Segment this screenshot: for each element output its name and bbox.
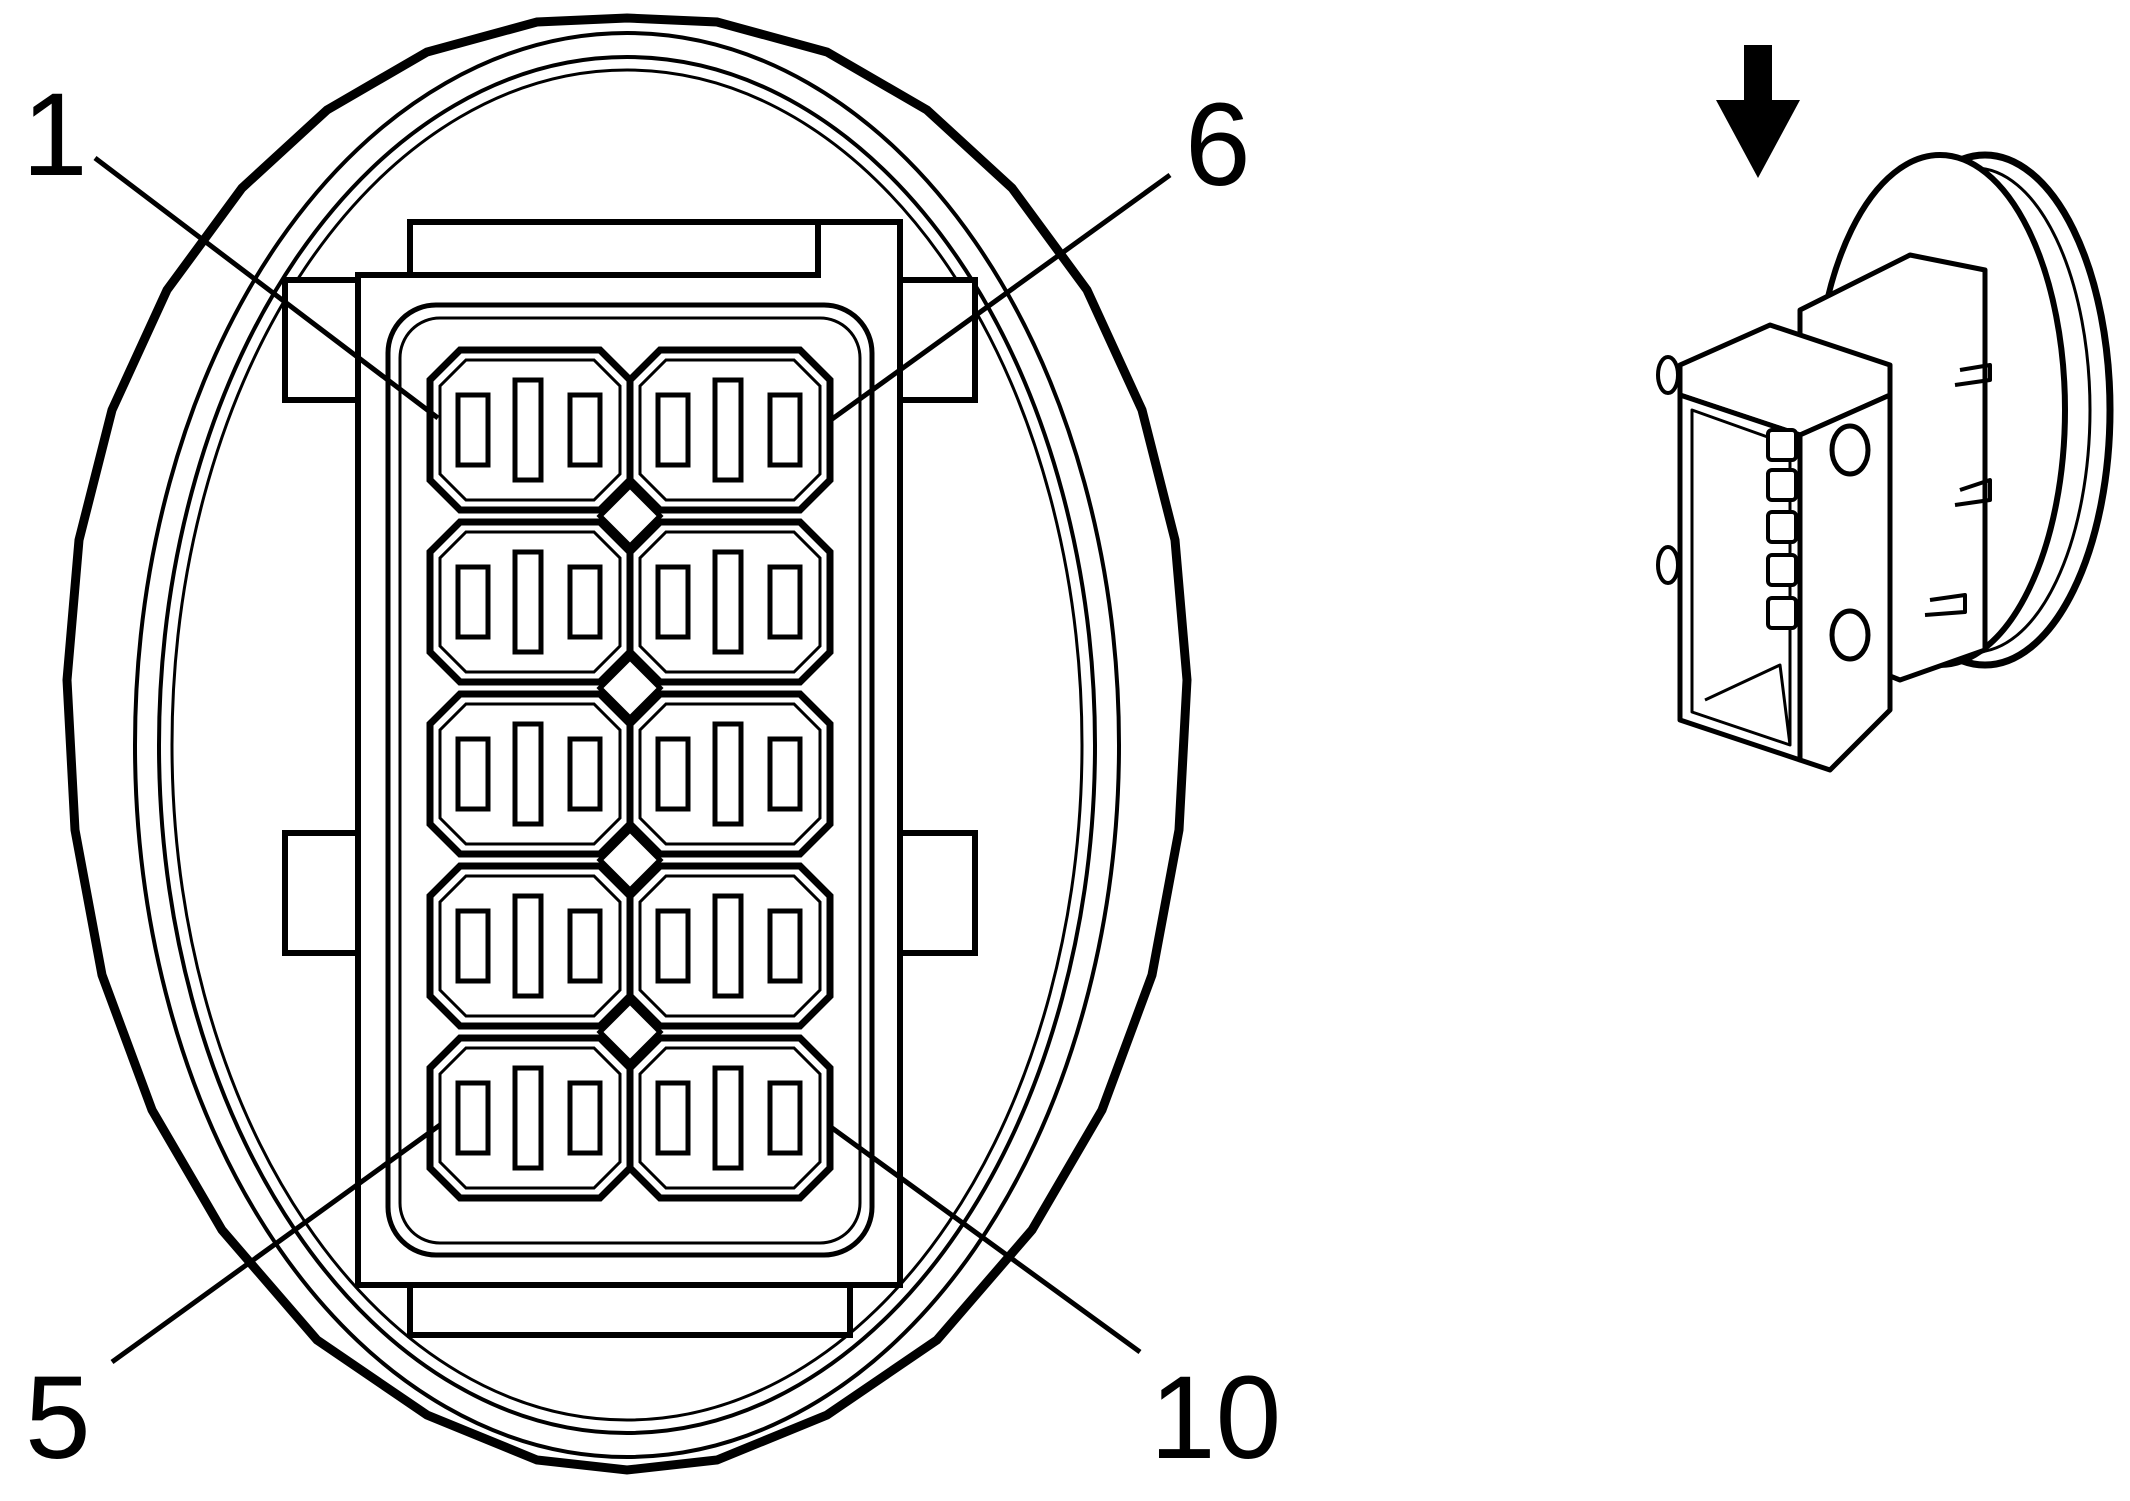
terminal-cavity [426,862,634,1030]
leader-lines [93,156,1172,1365]
pin-label-5: 5 [25,1352,91,1484]
leader-line-pin-6 [826,172,1172,425]
connector-housing-oval [62,13,1192,1475]
view-direction-arrow-icon [1716,45,1800,178]
connector-isometric-icon [1656,151,2114,773]
cavity-divider-key [596,998,664,1066]
terminal-cavity [626,690,834,858]
pin-label-10: 10 [1150,1352,1281,1484]
leader-line-pin-10 [826,1122,1142,1355]
terminal-cavity [426,346,634,514]
terminal-cavity [626,518,834,686]
cavity-divider-key [596,826,664,894]
terminal-cavity [426,518,634,686]
terminal-cavity [426,1034,634,1202]
pin-label-1: 1 [22,69,88,201]
pin-label-6: 6 [1185,79,1251,211]
connector-face-view: 1 6 5 10 [22,13,1281,1484]
terminal-cavity [626,1034,834,1202]
terminal-cavity [426,690,634,858]
terminal-cavity [626,862,834,1030]
terminal-cavity-grid [426,346,834,1202]
terminal-cavity [626,346,834,514]
leader-line-pin-1 [93,156,440,420]
cavity-divider-key [596,482,664,550]
cavity-divider-key [596,654,664,722]
leader-line-pin-5 [110,1122,442,1365]
